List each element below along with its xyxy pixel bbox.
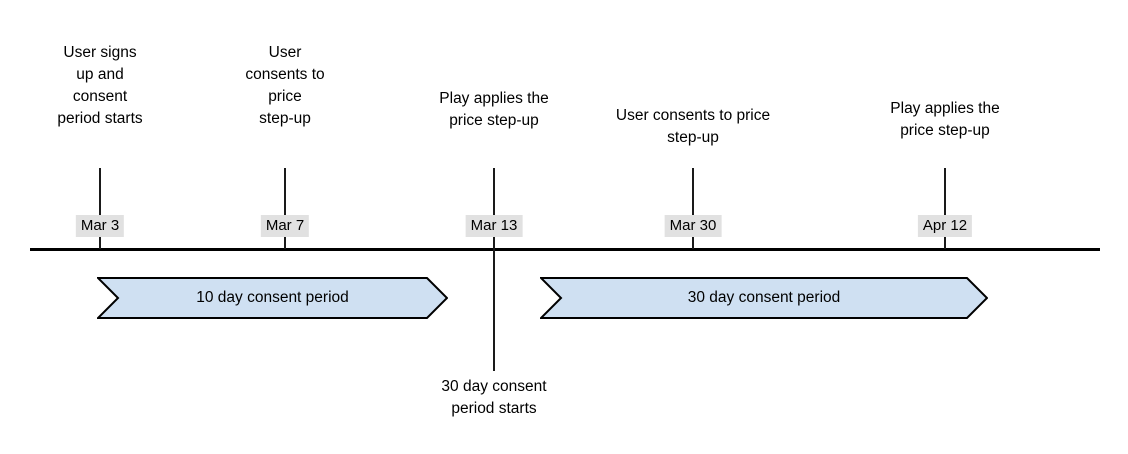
tick-line-mar-13 bbox=[493, 168, 495, 249]
tick-line-apr-12 bbox=[944, 168, 946, 249]
tick-line-mar-3 bbox=[99, 168, 101, 249]
tick-line-mar-30 bbox=[692, 168, 694, 249]
event-caption-mar-13: Play applies the price step-up bbox=[439, 90, 549, 129]
period-bar-30-day: 30 day consent period bbox=[540, 277, 988, 319]
date-chip-mar-13: Mar 13 bbox=[465, 215, 523, 237]
chevron-shape-30-day bbox=[540, 277, 988, 319]
date-chip-apr-12: Apr 12 bbox=[917, 215, 973, 237]
period-bar-10-day: 10 day consent period bbox=[97, 277, 448, 319]
date-chip-mar-7: Mar 7 bbox=[260, 215, 310, 237]
below-axis-caption-mar-13: 30 day consent period starts bbox=[441, 378, 547, 417]
tick-line-mar-7 bbox=[284, 168, 286, 249]
event-caption-mar-30: User consents to price step-up bbox=[615, 107, 771, 146]
chevron-shape-10-day bbox=[97, 277, 448, 319]
event-caption-mar-3: User signs up and consent period starts bbox=[57, 44, 143, 127]
event-caption-mar-7: User consents to price step-up bbox=[245, 44, 325, 127]
timeline-axis bbox=[30, 248, 1100, 251]
event-caption-apr-12: Play applies the price step-up bbox=[890, 100, 1000, 139]
date-chip-mar-30: Mar 30 bbox=[664, 215, 722, 237]
tick-line-mar-13-below bbox=[493, 249, 495, 371]
date-chip-mar-3: Mar 3 bbox=[75, 215, 125, 237]
